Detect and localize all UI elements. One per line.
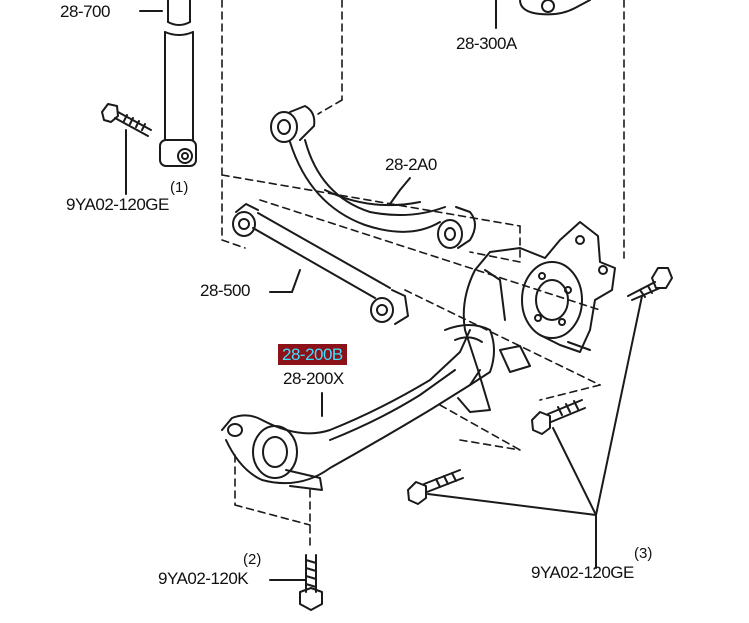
label-trailing-arm: 28-200X bbox=[283, 369, 344, 388]
bolt-3-middle bbox=[531, 399, 597, 516]
upper-arm bbox=[270, 105, 476, 249]
knuckle-hub bbox=[457, 221, 616, 413]
label-bolt-1-qty: (1) bbox=[170, 179, 189, 196]
upper-mount bbox=[495, 0, 591, 29]
bolt-1 bbox=[101, 103, 152, 195]
lateral-link bbox=[232, 203, 409, 325]
label-upper-arm: 28-2A0 bbox=[385, 155, 437, 174]
bolt-3-upper bbox=[595, 267, 673, 516]
label-bolt-1: 9YA02-120GE bbox=[66, 195, 169, 214]
label-bolt-2-qty: (2) bbox=[243, 551, 262, 568]
shock-absorber bbox=[139, 0, 197, 167]
label-shock-absorber: 28-700 bbox=[60, 2, 110, 21]
label-lateral-link: 28-500 bbox=[200, 281, 250, 300]
label-trailing-arm-selected[interactable]: 28-200B bbox=[278, 344, 347, 365]
bolt-2 bbox=[269, 554, 323, 611]
label-bolt-3: 9YA02-120GE bbox=[531, 563, 634, 582]
label-bolt-3-qty: (3) bbox=[634, 545, 653, 562]
bolt-3-lower bbox=[407, 469, 597, 569]
dashed-guides bbox=[221, 0, 625, 546]
trailing-arm bbox=[221, 324, 495, 491]
label-bolt-2: 9YA02-120K bbox=[158, 569, 249, 588]
label-upper-mount: 28-300A bbox=[456, 34, 517, 53]
